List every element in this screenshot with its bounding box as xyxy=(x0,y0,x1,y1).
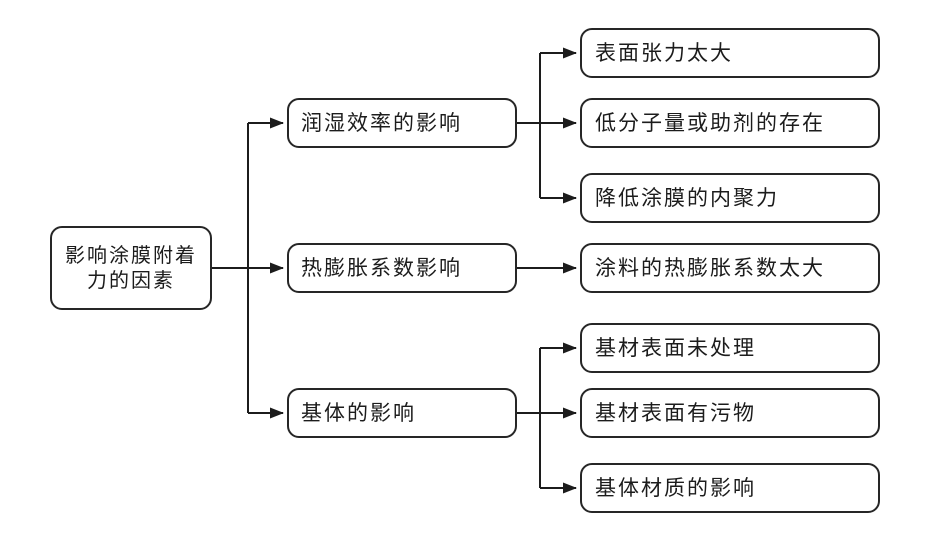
leaf-node-label: 降低涂膜的内聚力 xyxy=(595,185,779,210)
leaf-node-label: 低分子量或助剂的存在 xyxy=(595,110,825,135)
leaf-node-cohesion-reduction: 降低涂膜的内聚力 xyxy=(580,173,880,223)
leaf-node-substrate-material: 基体材质的影响 xyxy=(580,463,880,513)
branch-node-label: 热膨胀系数影响 xyxy=(301,255,462,280)
leaf-node-low-molecular-weight: 低分子量或助剂的存在 xyxy=(580,98,880,148)
leaf-node-coating-expansion-coefficient: 涂料的热膨胀系数太大 xyxy=(580,243,880,293)
leaf-node-label: 涂料的热膨胀系数太大 xyxy=(595,255,825,280)
branch-node-thermal-expansion: 热膨胀系数影响 xyxy=(287,243,517,293)
root-node-label-line1: 影响涂膜附着 xyxy=(65,243,197,267)
leaf-node-surface-untreated: 基材表面未处理 xyxy=(580,323,880,373)
root-node-label-line2: 力的因素 xyxy=(87,268,175,292)
branch-node-wetting: 润湿效率的影响 xyxy=(287,98,517,148)
branch-node-label: 基体的影响 xyxy=(301,400,416,425)
leaf-node-label: 基体材质的影响 xyxy=(595,475,756,500)
branch-node-label: 润湿效率的影响 xyxy=(301,110,462,135)
leaf-node-surface-contamination: 基材表面有污物 xyxy=(580,388,880,438)
leaf-node-label: 表面张力太大 xyxy=(595,40,733,65)
root-node: 影响涂膜附着 力的因素 xyxy=(50,226,212,310)
leaf-node-label: 基材表面未处理 xyxy=(595,335,756,360)
leaf-node-surface-tension: 表面张力太大 xyxy=(580,28,880,78)
leaf-node-label: 基材表面有污物 xyxy=(595,400,756,425)
branch-node-substrate: 基体的影响 xyxy=(287,388,517,438)
